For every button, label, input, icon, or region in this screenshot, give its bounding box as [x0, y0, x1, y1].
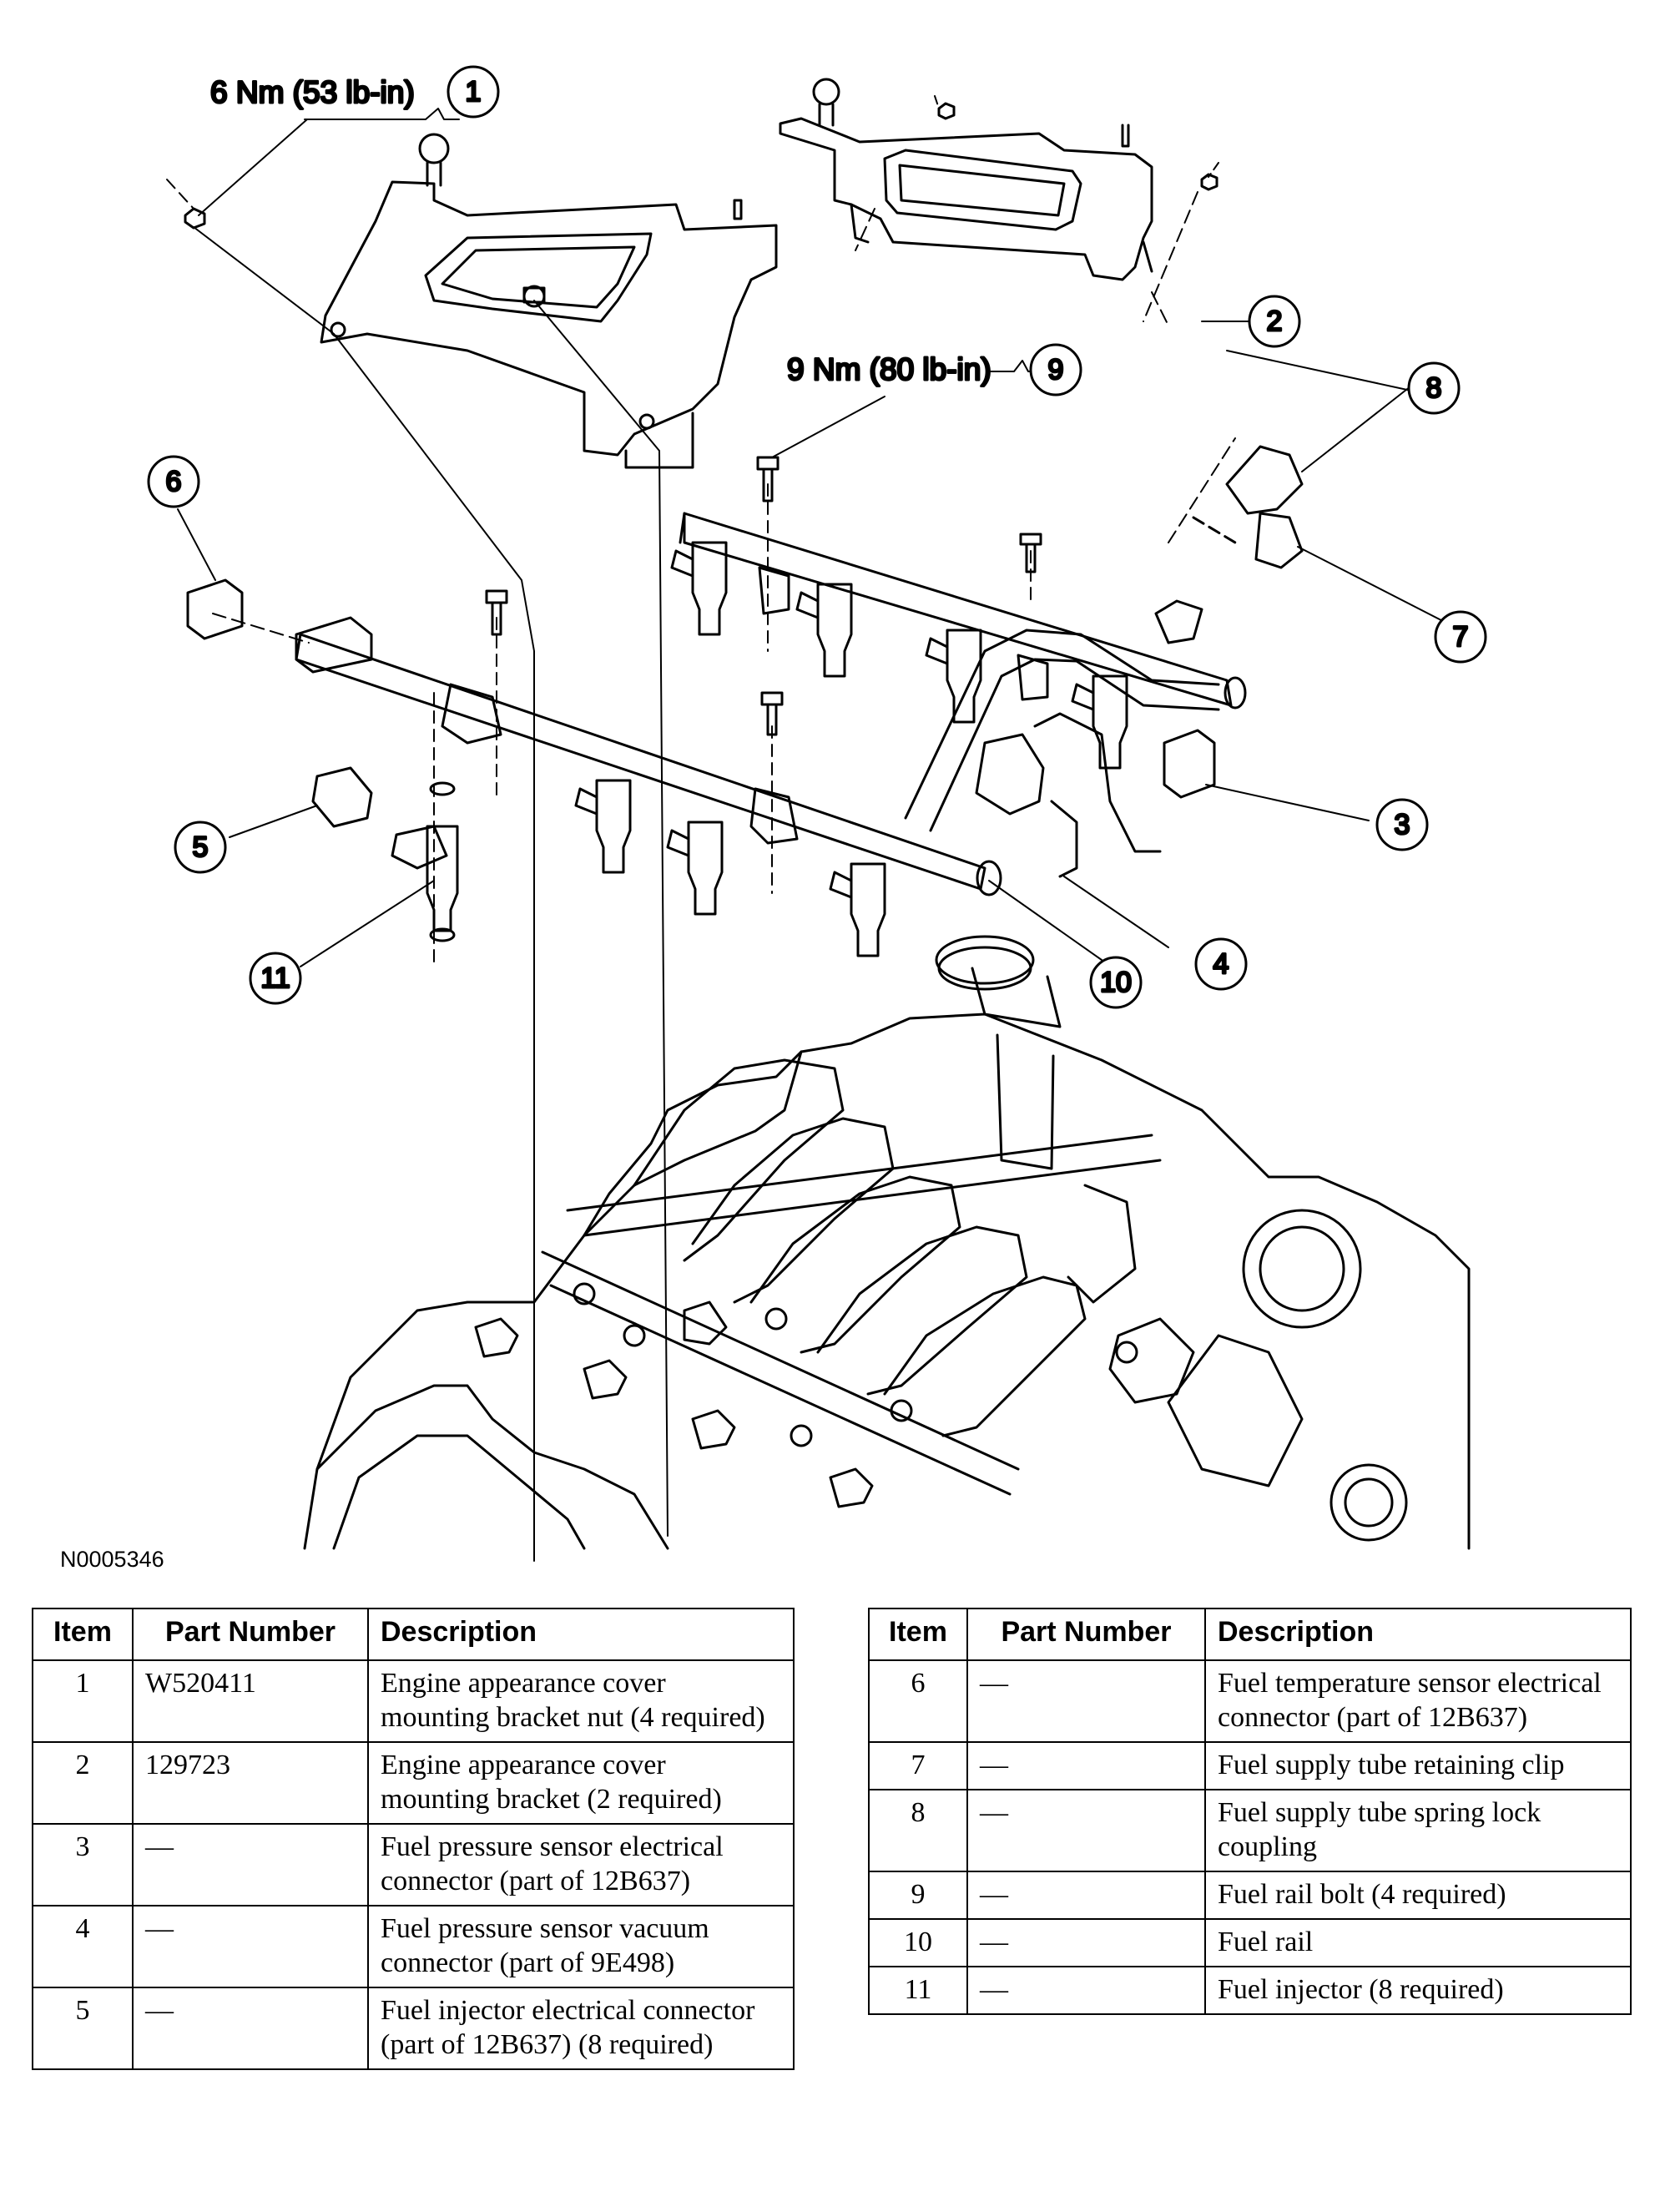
description-cell: Fuel injector (8 required) — [1204, 1966, 1632, 2015]
part-number-cell: W520411 — [132, 1659, 369, 1743]
part-number-cell: — — [966, 1918, 1206, 1967]
alignment-lines — [166, 95, 1236, 1562]
item-cell: 7 — [868, 1741, 968, 1790]
description-cell: Fuel supply tube retaining clip — [1204, 1741, 1632, 1790]
part-number-cell: — — [132, 1987, 369, 2070]
table-row: 9—Fuel rail bolt (4 required) — [868, 1871, 1632, 1920]
item-cell: 9 — [868, 1871, 968, 1920]
fuel-rail — [295, 512, 1247, 896]
description-cell: Fuel injector electrical connector (part… — [367, 1987, 795, 2070]
item-cell: 2 — [32, 1741, 134, 1825]
fuel-supply-tube — [904, 516, 1237, 832]
callouts: 6 Nm (53 lb-in) 1 2 9 Nm (80 lb-in) 9 8 … — [147, 65, 1487, 1009]
item-cell: 3 — [32, 1823, 134, 1906]
callout-9: 9 — [1048, 354, 1064, 386]
cover-bracket-left — [320, 133, 778, 469]
figure-id: N0005346 — [60, 1547, 164, 1572]
callout-8: 8 — [1426, 372, 1442, 404]
table-header-row: Item Part Number Description — [868, 1608, 1632, 1661]
parts-table-right: Item Part Number Description 6—Fuel temp… — [868, 1608, 1632, 2015]
table-row: 11—Fuel injector (8 required) — [868, 1966, 1632, 2015]
header-description: Description — [367, 1608, 795, 1661]
part-number-cell: 129723 — [132, 1741, 369, 1825]
fuel-pressure-sensor-connector — [1163, 729, 1216, 799]
injector-connector-loose — [311, 766, 373, 828]
callout-6: 6 — [166, 466, 182, 497]
table-row: 6—Fuel temperature sensor electrical con… — [868, 1659, 1632, 1743]
description-cell: Fuel rail — [1204, 1918, 1632, 1967]
fuel-temperature-sensor-connector — [186, 578, 244, 640]
torque-label-1: 6 Nm (53 lb-in) — [210, 75, 415, 109]
item-cell: 4 — [32, 1905, 134, 1988]
header-part-number: Part Number — [966, 1608, 1206, 1661]
callout-1: 1 — [466, 76, 482, 108]
item-cell: 8 — [868, 1789, 968, 1872]
fuel-pressure-sensor — [975, 733, 1045, 816]
table-row: 8—Fuel supply tube spring lock coupling — [868, 1789, 1632, 1872]
table-header-row: Item Part Number Description — [32, 1608, 795, 1661]
callout-2: 2 — [1267, 306, 1283, 337]
part-number-cell: — — [132, 1905, 369, 1988]
callout-leaders — [177, 108, 1470, 967]
callout-10: 10 — [1100, 967, 1132, 998]
table-row: 7—Fuel supply tube retaining clip — [868, 1741, 1632, 1790]
header-item: Item — [32, 1608, 134, 1661]
item-cell: 10 — [868, 1918, 968, 1967]
description-cell: Fuel pressure sensor electrical connecto… — [367, 1823, 795, 1906]
part-number-cell: — — [966, 1871, 1206, 1920]
description-cell: Engine appearance cover mounting bracket… — [367, 1741, 795, 1825]
header-description: Description — [1204, 1608, 1632, 1661]
table-row: 5—Fuel injector electrical connector (pa… — [32, 1987, 795, 2070]
item-cell: 5 — [32, 1987, 134, 2070]
engine-assembly — [303, 935, 1471, 1550]
header-item: Item — [868, 1608, 968, 1661]
item-cell: 11 — [868, 1966, 968, 2015]
spring-lock-coupling — [1225, 445, 1304, 515]
description-cell: Fuel temperature sensor electrical conne… — [1204, 1659, 1632, 1743]
callout-3: 3 — [1395, 809, 1410, 841]
callout-4: 4 — [1213, 948, 1229, 980]
bracket-nuts — [184, 102, 1218, 230]
callout-5: 5 — [193, 831, 209, 863]
description-cell: Fuel pressure sensor vacuum connector (p… — [367, 1905, 795, 1988]
table-row: 3—Fuel pressure sensor electrical connec… — [32, 1823, 795, 1906]
header-part-number: Part Number — [132, 1608, 369, 1661]
part-number-cell: — — [966, 1789, 1206, 1872]
callout-7: 7 — [1453, 621, 1469, 653]
part-number-cell: — — [132, 1823, 369, 1906]
part-number-cell: — — [966, 1966, 1206, 2015]
description-cell: Engine appearance cover mounting bracket… — [367, 1659, 795, 1743]
part-number-cell: — — [966, 1659, 1206, 1743]
description-cell: Fuel rail bolt (4 required) — [1204, 1871, 1632, 1920]
item-cell: 6 — [868, 1659, 968, 1743]
torque-label-9: 9 Nm (80 lb-in) — [787, 352, 991, 386]
item-cell: 1 — [32, 1659, 134, 1743]
connectors — [186, 445, 1304, 878]
retaining-clip — [1254, 512, 1304, 569]
table-row: 10—Fuel rail — [868, 1918, 1632, 1967]
fuel-rail-bolts — [485, 456, 1042, 736]
callout-11: 11 — [260, 962, 290, 994]
part-number-cell: — — [966, 1741, 1206, 1790]
vacuum-hose — [1050, 800, 1078, 878]
cover-bracket-right — [779, 78, 1153, 281]
exploded-parts-diagram: 6 Nm (53 lb-in) 1 2 9 Nm (80 lb-in) 9 8 … — [147, 65, 1487, 1562]
fuel-injectors — [426, 541, 1128, 957]
table-row: 4—Fuel pressure sensor vacuum connector … — [32, 1905, 795, 1988]
description-cell: Fuel supply tube spring lock coupling — [1204, 1789, 1632, 1872]
